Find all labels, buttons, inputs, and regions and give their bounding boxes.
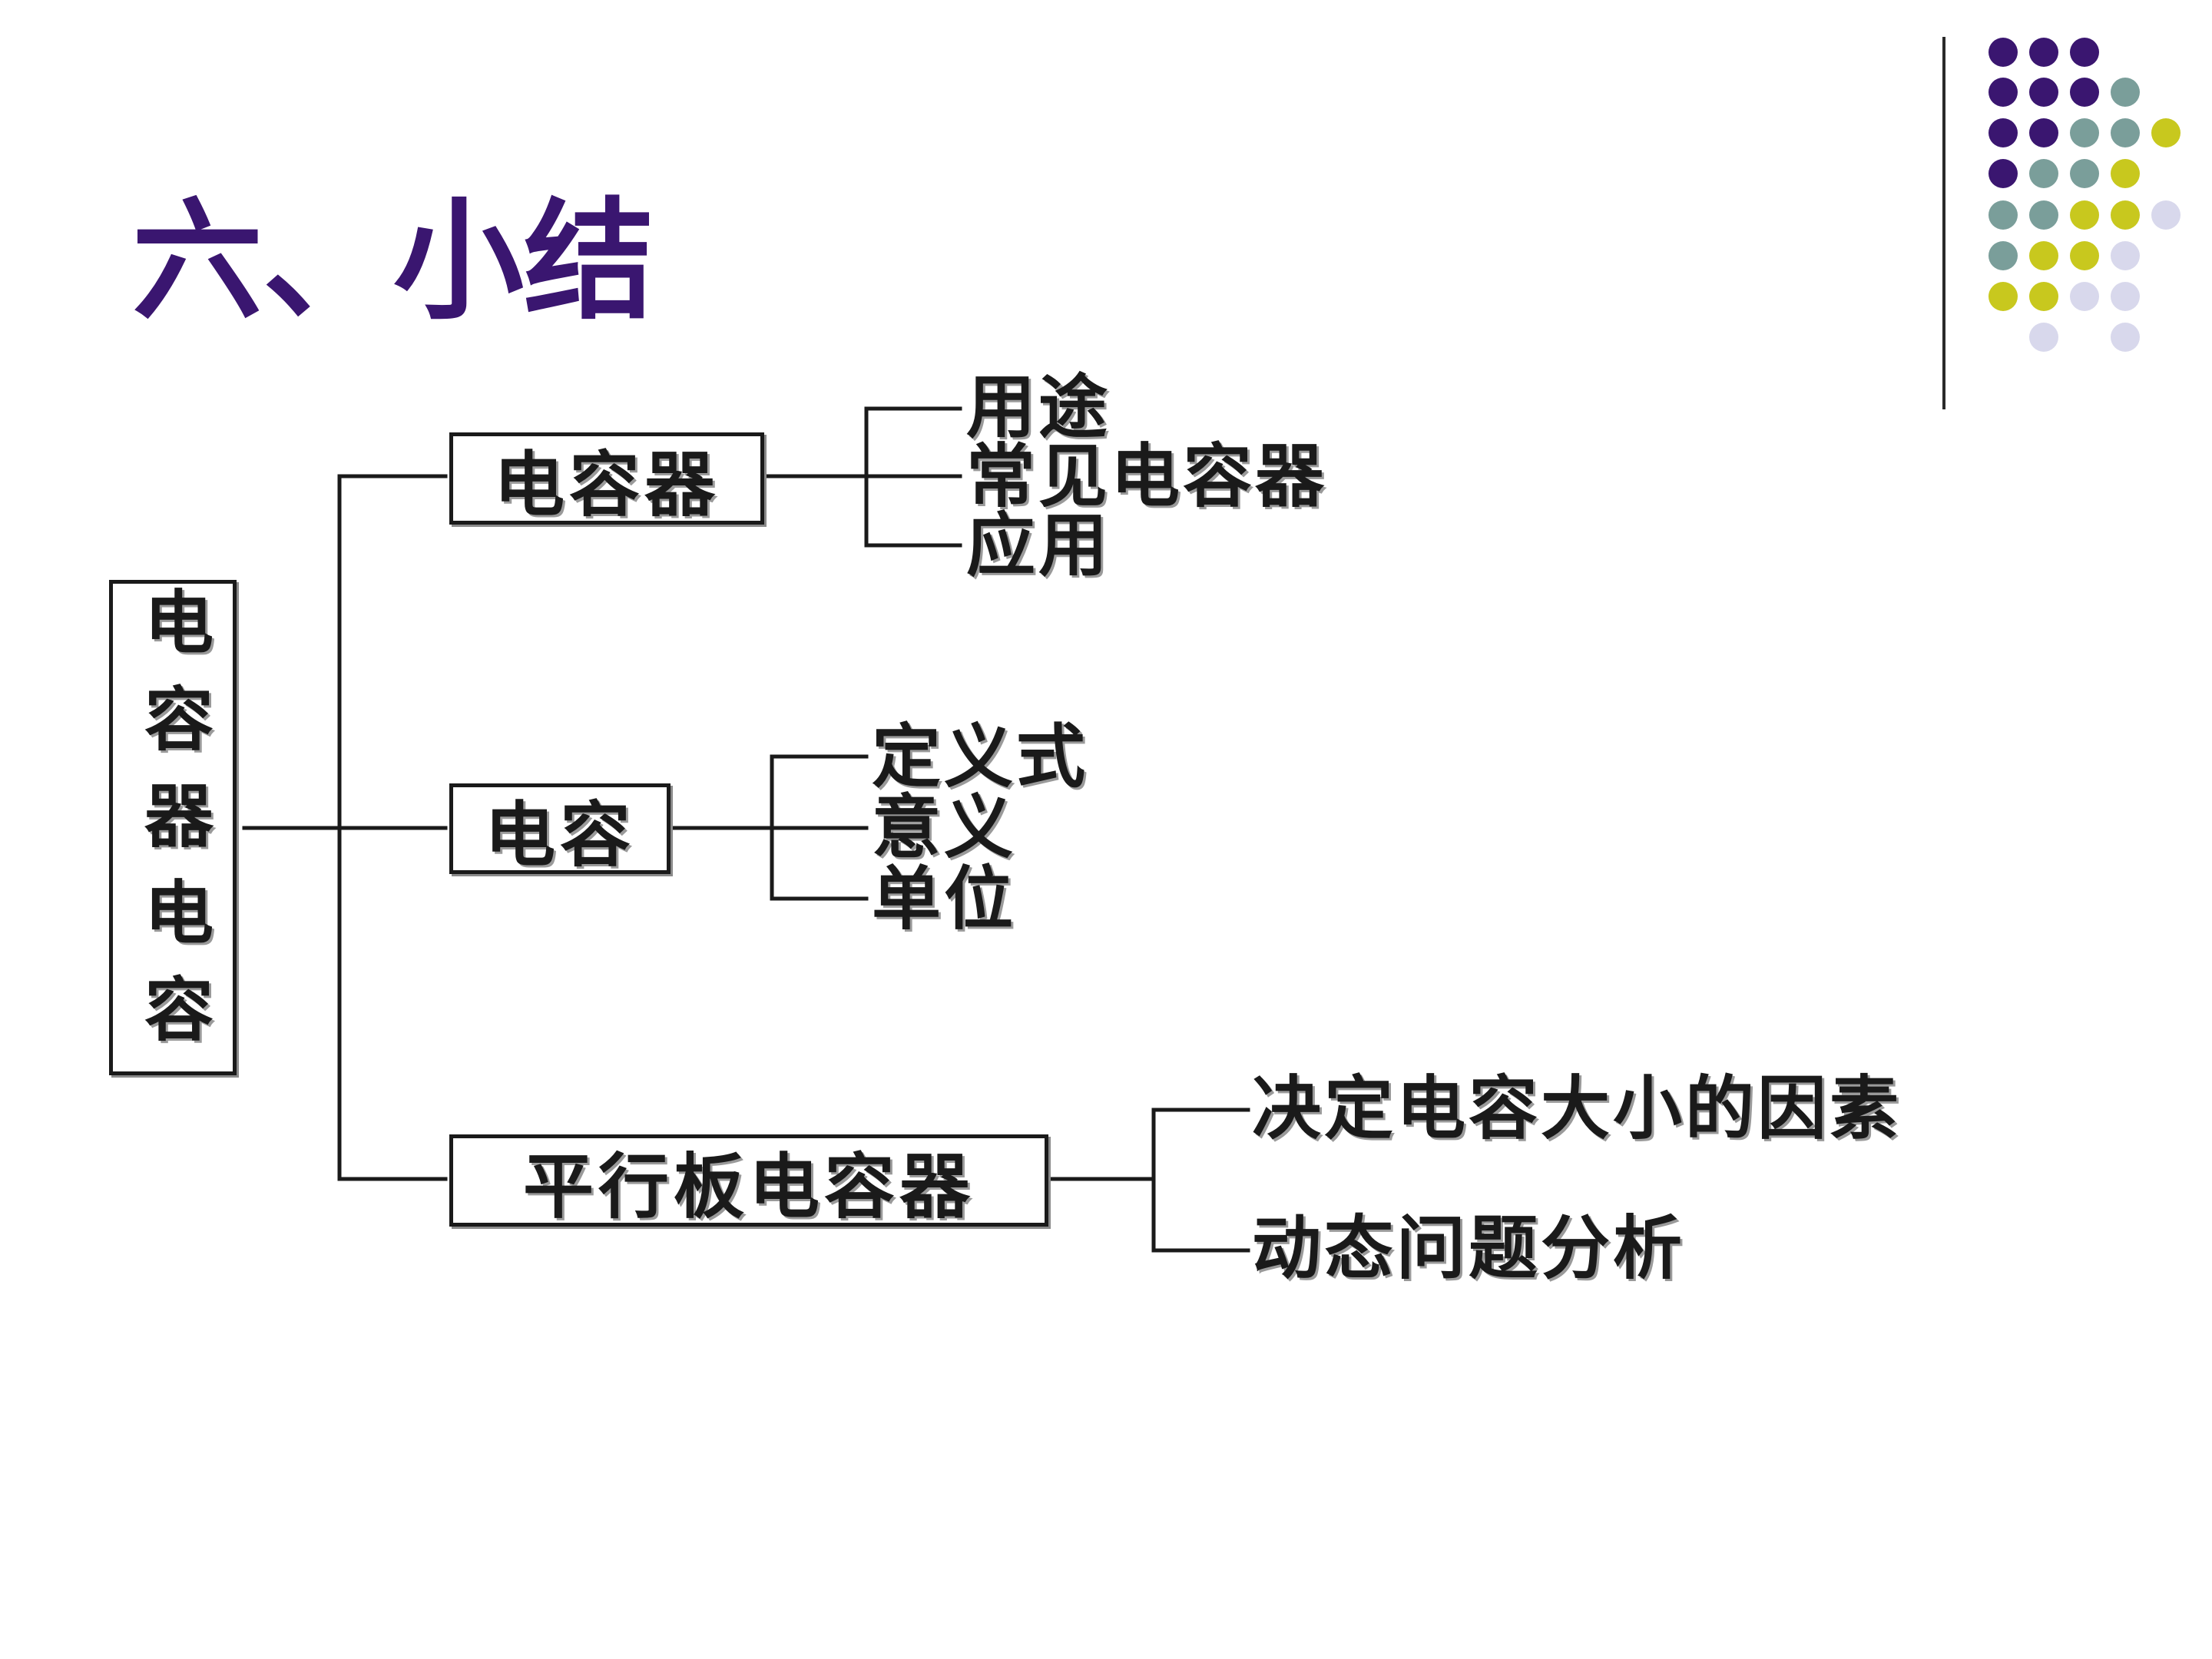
root-node: 电容器电容: [109, 580, 237, 1075]
leaf-determining-factors: 决定电容大小的因素: [1252, 1068, 1902, 1149]
branch-node-capacitor: 电容器: [449, 432, 764, 526]
branch-node-capacitance: 电容: [449, 783, 671, 876]
leaf-usage: 用途: [966, 366, 1111, 448]
leaf-application: 应用: [966, 505, 1111, 586]
branch-node-parallel-plate: 平行板电容器: [449, 1134, 1048, 1228]
leaf-meaning: 意义: [872, 786, 1016, 868]
leaf-definition: 定义式: [872, 716, 1088, 797]
leaf-common-capacitors: 常见电容器: [966, 435, 1327, 517]
leaf-unit: 单位: [872, 858, 1016, 939]
slide-title: 六、小结: [132, 184, 655, 338]
leaf-dynamic-analysis: 动态问题分析: [1252, 1207, 1685, 1289]
header-divider: [1942, 37, 1945, 409]
